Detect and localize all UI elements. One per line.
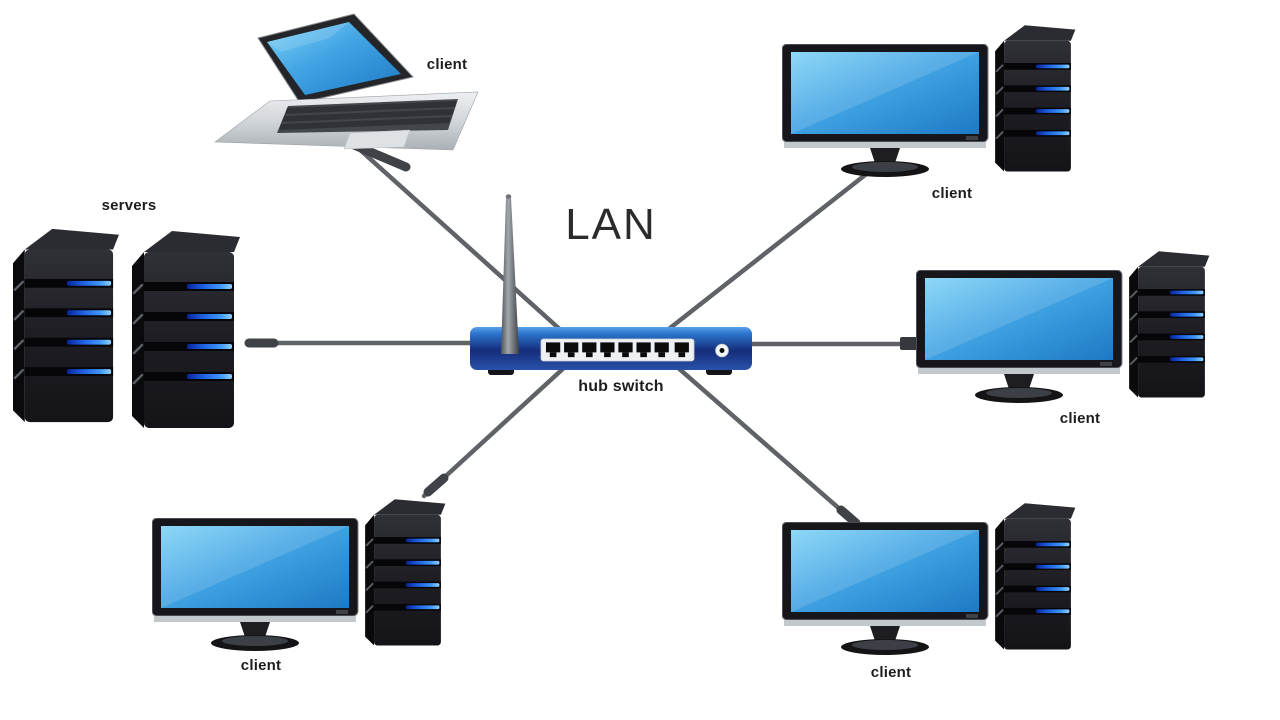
server-towers-illustration [11,227,242,430]
desktop-client-bottom-left [152,499,445,651]
cable-topright-hub [662,165,877,335]
laptop-client-label: client [426,56,468,73]
client-middle-right-label: client [1059,410,1101,427]
hub-switch-label: hub switch [578,378,664,395]
cable-plugs [244,140,861,528]
antenna-icon [501,194,519,354]
server-tower-left [11,227,121,424]
hub-power-indicator [715,343,729,358]
laptop-trackpad [343,129,411,150]
client-bottom-right-label: client [870,664,912,681]
network-cables [245,145,923,528]
desktop-client-top-right [782,25,1075,177]
plug-bottomleft [423,473,449,497]
cable-bottomleft-hub [421,363,569,499]
cable-bottomright-hub [673,363,861,528]
client-bottom-left-label: client [240,657,282,674]
desktop-client-middle-right [916,251,1209,403]
diagram-title: LAN [565,200,657,249]
laptop-illustration [214,13,479,151]
desktop-client-bottom-right [782,503,1075,655]
plug-laptop [349,140,411,172]
plug-bottomright [836,505,861,528]
server-tower-right [130,229,242,430]
hub-port-panel [540,338,695,362]
servers-label: servers [101,197,157,214]
client-top-right-label: client [931,185,973,202]
laptop-screen [267,22,401,95]
plug-middleright [900,337,918,350]
hub-switch-illustration [470,194,752,375]
cable-laptop-hub [355,145,567,336]
